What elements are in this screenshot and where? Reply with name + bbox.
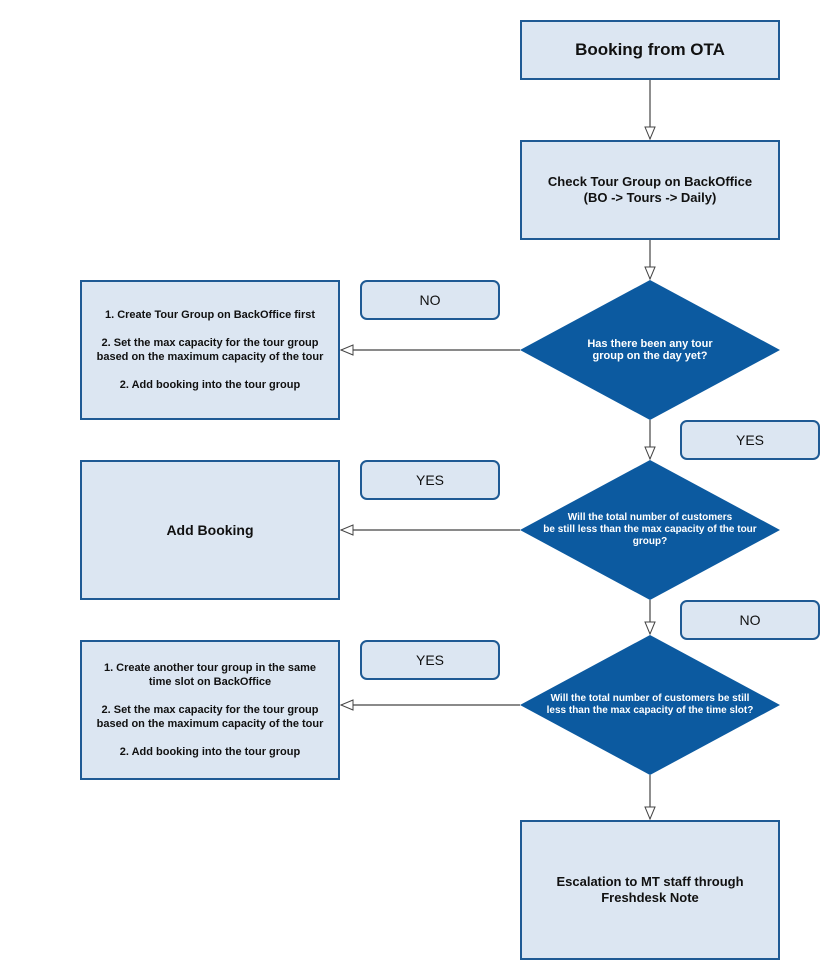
escalation-line-2: Freshdesk Note — [601, 890, 699, 905]
another-group-step-2-line-2: based on the maximum capacity of the tou… — [96, 718, 324, 730]
create-group-step-3: 2. Add booking into the tour group — [119, 379, 301, 391]
decision-any-group-line-1: Has there been any tour — [587, 338, 713, 350]
create-group-step-1: 1. Create Tour Group on BackOffice first — [104, 309, 316, 321]
escalation-line-1: Escalation to MT staff through — [556, 874, 744, 889]
add-booking-label: Add Booking — [166, 522, 254, 538]
create-group-step-2-line-1: 2. Set the max capacity for the tour gro… — [101, 337, 319, 349]
decision-diamond-slot-capacity — [520, 635, 780, 775]
decision-group-capacity-line-1: Will the total number of customers — [567, 512, 733, 523]
edge-label-any-group-no: NO — [360, 280, 500, 320]
decision-group-capacity-line-3: group? — [632, 536, 668, 547]
decision-diamond-any-group — [520, 280, 780, 420]
another-group-step-1-line-2: time slot on BackOffice — [148, 676, 272, 688]
another-group-step-1-line-1: 1. Create another tour group in the same — [103, 662, 317, 674]
add-booking-box: Add Booking — [80, 460, 340, 600]
start-label: Booking from OTA — [575, 40, 725, 59]
edge-label-slot-capacity-yes: YES — [360, 640, 500, 680]
decision-group-capacity-text: Will the total number of customers be st… — [520, 505, 780, 555]
check-group-line-1: Check Tour Group on BackOffice — [547, 174, 753, 189]
edge-label-any-group-yes: YES — [680, 420, 820, 460]
decision-any-group-text: Has there been any tour group on the day… — [560, 325, 740, 375]
check-tour-group-box: Check Tour Group on BackOffice (BO -> To… — [520, 140, 780, 240]
create-group-step-2-line-2: based on the maximum capacity of the tou… — [96, 351, 324, 363]
edge-label-group-capacity-yes: YES — [360, 460, 500, 500]
another-group-step-2-line-1: 2. Set the max capacity for the tour gro… — [101, 704, 319, 716]
check-group-line-2: (BO -> Tours -> Daily) — [583, 190, 717, 205]
another-group-step-3: 2. Add booking into the tour group — [119, 746, 301, 758]
escalation-box: Escalation to MT staff through Freshdesk… — [520, 820, 780, 960]
create-tour-group-box: 1. Create Tour Group on BackOffice first… — [80, 280, 340, 420]
decision-group-capacity-line-2: be still less than the max capacity of t… — [543, 524, 757, 535]
create-another-group-box: 1. Create another tour group in the same… — [80, 640, 340, 780]
start-box: Booking from OTA — [520, 20, 780, 80]
decision-slot-capacity-text: Will the total number of customers be st… — [520, 685, 780, 725]
decision-slot-capacity-line-1: Will the total number of customers be st… — [550, 693, 750, 704]
decision-slot-capacity-line-2: less than the max capacity of the time s… — [546, 705, 754, 716]
decision-any-group-line-2: group on the day yet? — [592, 350, 708, 362]
edge-label-group-capacity-no: NO — [680, 600, 820, 640]
decision-diamond-group-capacity — [520, 460, 780, 600]
